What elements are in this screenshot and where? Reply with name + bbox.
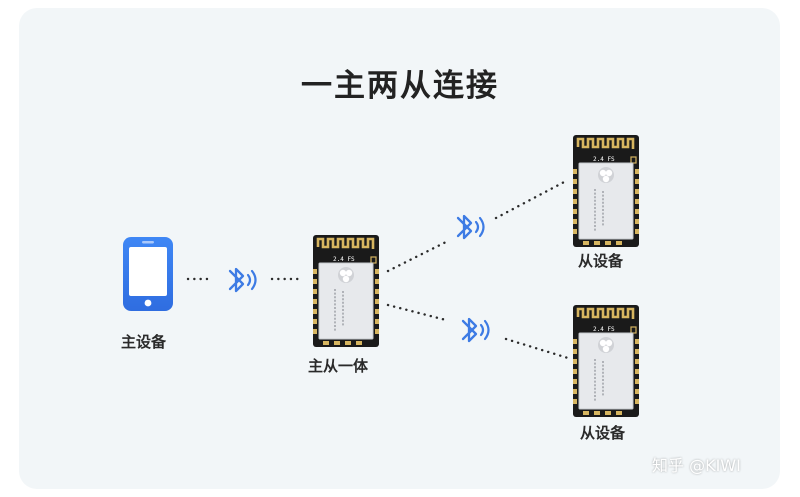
ble-module-icon xyxy=(571,133,641,249)
diagram-title: 一主两从连接 xyxy=(301,68,499,104)
master-device-label: 主设备 xyxy=(121,333,167,351)
bluetooth-icon xyxy=(228,267,257,293)
watermark: 知乎 @KIWI xyxy=(652,456,741,475)
phone-icon xyxy=(121,236,175,312)
link-bt-top-to-slave-top xyxy=(494,178,570,220)
bluetooth-icon xyxy=(456,214,485,240)
link-master-to-bt-top xyxy=(386,240,448,273)
ble-module-icon xyxy=(311,233,381,349)
slave-bottom-label: 从设备 xyxy=(580,424,626,442)
bluetooth-icon xyxy=(461,317,490,343)
master-slave-label: 主从一体 xyxy=(308,357,369,375)
link-bt-bottom-to-slave-bottom xyxy=(504,337,570,360)
slave-top-label: 从设备 xyxy=(578,252,624,270)
ble-module-icon xyxy=(571,303,641,419)
link-master-to-bt-bottom xyxy=(386,303,448,322)
